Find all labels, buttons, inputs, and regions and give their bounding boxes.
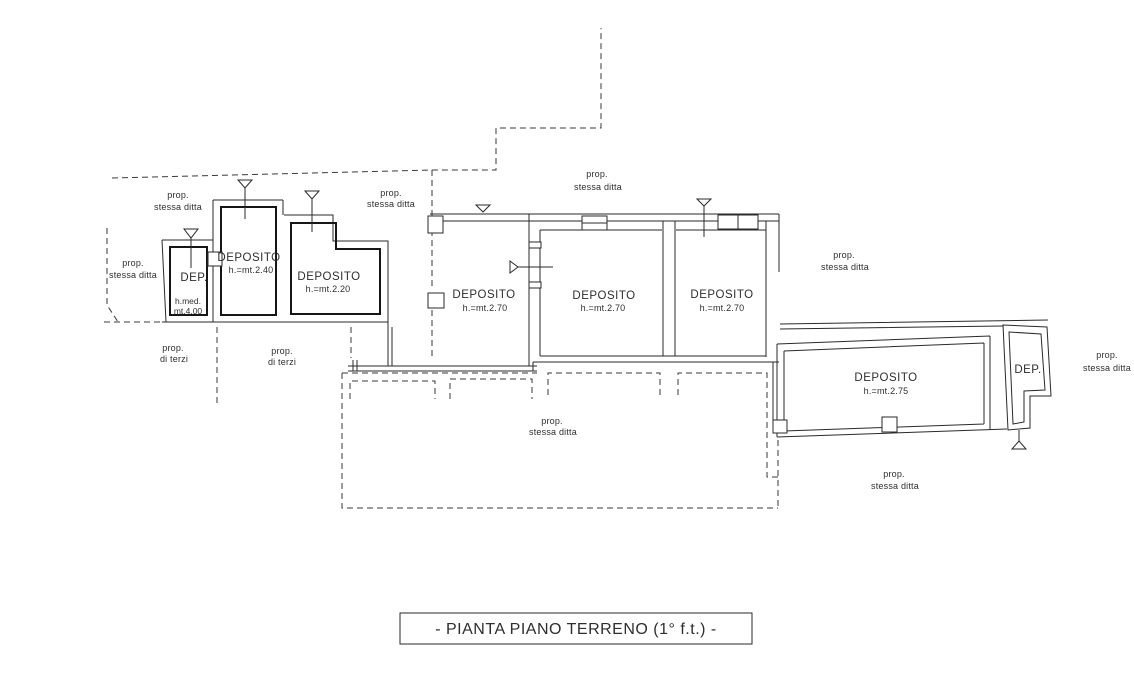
courtyard-top-solid-wall bbox=[348, 365, 537, 372]
prop-third-party-label: di terzi bbox=[160, 354, 188, 364]
prop-same-firm-label: stessa ditta bbox=[871, 481, 919, 491]
middle-bottom-wall bbox=[532, 355, 779, 371]
prop-same-firm-label: prop. bbox=[541, 416, 563, 426]
divider-wall-1 bbox=[528, 214, 541, 366]
courtyard-canopy-3 bbox=[547, 372, 661, 395]
property-labels: prop. stessa ditta prop. stessa ditta pr… bbox=[109, 169, 1131, 491]
right-building-walls bbox=[772, 319, 1052, 438]
room-label-dep-left: DEP. bbox=[180, 272, 207, 284]
room-height-deposito-220: h.=mt.2.20 bbox=[306, 284, 351, 294]
drawing-title: - PIANTA PIANO TERRENO (1° f.t.) - bbox=[435, 621, 717, 638]
room-label-deposito-275: DEPOSITO bbox=[854, 372, 917, 384]
prop-same-firm-label: stessa ditta bbox=[367, 199, 415, 209]
wall-notch bbox=[528, 241, 542, 249]
prop-same-firm-label: prop. bbox=[122, 258, 144, 268]
prop-third-party-label: prop. bbox=[162, 343, 184, 353]
level-marker-icon bbox=[182, 228, 200, 239]
room-label-deposito-240: DEPOSITO bbox=[217, 252, 280, 264]
boundary-left-dashed bbox=[104, 228, 162, 323]
room-height-deposito-240: h.=mt.2.40 bbox=[229, 265, 274, 275]
prop-same-firm-label: stessa ditta bbox=[154, 202, 202, 212]
prop-same-firm-label: stessa ditta bbox=[529, 427, 577, 437]
room-label-deposito-270-b: DEPOSITO bbox=[572, 290, 635, 302]
deposito-220-inner-wall bbox=[290, 222, 381, 315]
boundary-top-dashed bbox=[111, 28, 602, 179]
boundary-wall-right bbox=[779, 319, 1049, 330]
deposito-240-inner-wall bbox=[220, 206, 277, 316]
room-height-deposito-270-c: h.=mt.2.70 bbox=[700, 303, 745, 313]
middle-right-wall bbox=[765, 214, 780, 357]
deposito-275-inner-wall bbox=[783, 342, 985, 432]
dep-left-inner-wall bbox=[169, 246, 208, 316]
dep-right-outer-wall bbox=[1002, 324, 1052, 431]
deposito-275-outer-wall bbox=[772, 335, 1008, 438]
prop-same-firm-label: prop. bbox=[586, 169, 608, 179]
door-swing-icon bbox=[509, 260, 519, 274]
courtyard-canopy-4 bbox=[677, 372, 778, 478]
dep-left-outer-wall bbox=[161, 239, 213, 323]
courtyard-canopy-1 bbox=[349, 380, 436, 399]
level-marker-icon bbox=[474, 204, 492, 213]
title-block: - PIANTA PIANO TERRENO (1° f.t.) - bbox=[399, 612, 753, 645]
prop-same-firm-label: stessa ditta bbox=[821, 262, 869, 272]
room-height-deposito-270-b: h.=mt.2.70 bbox=[581, 303, 626, 313]
prop-same-firm-label: prop. bbox=[1096, 350, 1118, 360]
prop-same-firm-label: stessa ditta bbox=[109, 270, 157, 280]
room-label-deposito-220: DEPOSITO bbox=[297, 271, 360, 283]
level-marker-icon bbox=[303, 190, 321, 200]
middle-building-walls bbox=[427, 213, 780, 371]
courtyard-outline-dashed bbox=[341, 373, 778, 509]
prop-third-party-label: di terzi bbox=[268, 357, 296, 367]
pillar-marker bbox=[772, 419, 788, 434]
pillar-marker bbox=[881, 416, 898, 433]
courtyard-boundary bbox=[341, 372, 778, 509]
left-group-wall-stubs bbox=[352, 322, 393, 371]
prop-same-firm-label: prop. bbox=[833, 250, 855, 260]
room-label-dep-right: DEP. bbox=[1014, 364, 1041, 376]
room-height-deposito-270-a: h.=mt.2.70 bbox=[463, 303, 508, 313]
title-block-frame bbox=[399, 612, 753, 645]
dep-right-inner-wall bbox=[1008, 331, 1046, 425]
divider-wall-2 bbox=[662, 221, 676, 356]
left-building-walls bbox=[161, 199, 537, 372]
prop-same-firm-label: stessa ditta bbox=[574, 182, 622, 192]
pillar-marker bbox=[427, 292, 445, 309]
prop-same-firm-label: stessa ditta bbox=[1083, 363, 1131, 373]
prop-third-party-label: prop. bbox=[271, 346, 293, 356]
room-label-deposito-270-c: DEPOSITO bbox=[690, 289, 753, 301]
courtyard-canopy-2 bbox=[449, 378, 533, 399]
level-marker-icon bbox=[236, 179, 254, 189]
prop-same-firm-label: prop. bbox=[380, 188, 402, 198]
level-marker-icon bbox=[695, 198, 713, 207]
pillar-marker bbox=[207, 251, 223, 267]
room-labels: DEP. h.med. mt.4.00 DEPOSITO h.=mt.2.40 … bbox=[174, 252, 1041, 396]
corner-pier bbox=[427, 215, 444, 234]
prop-same-firm-label: prop. bbox=[167, 190, 189, 200]
property-boundary-lines bbox=[104, 28, 779, 508]
level-markers bbox=[182, 179, 1028, 450]
room-height-dep-left-1: h.med. bbox=[175, 296, 201, 306]
level-marker-icon bbox=[1010, 440, 1028, 450]
deposito-220-outer-wall bbox=[284, 214, 389, 322]
wall-notch bbox=[528, 281, 542, 289]
room-label-deposito-270-a: DEPOSITO bbox=[452, 289, 515, 301]
room-height-dep-left-2: mt.4.00 bbox=[174, 306, 203, 316]
room-height-deposito-275: h.=mt.2.75 bbox=[864, 386, 909, 396]
prop-same-firm-label: prop. bbox=[883, 469, 905, 479]
